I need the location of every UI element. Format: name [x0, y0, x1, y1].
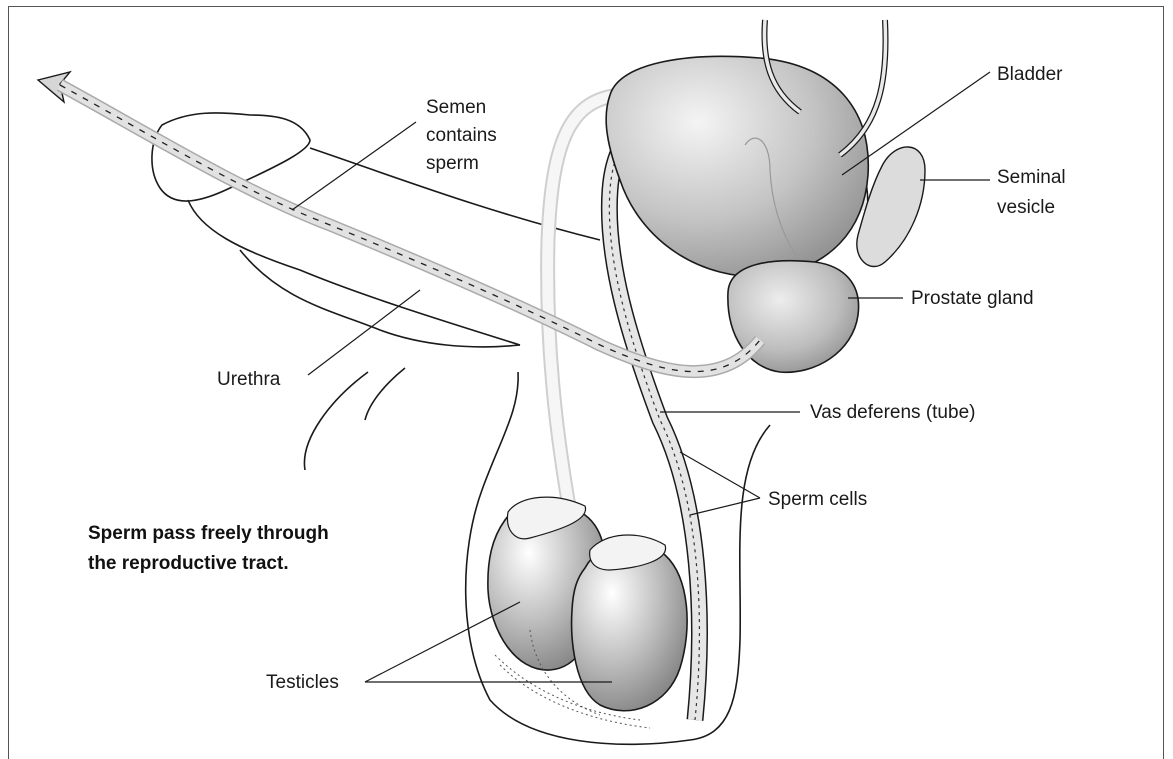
- label-semen-line3: sperm: [426, 153, 479, 174]
- label-semen-line1: Semen: [426, 97, 486, 118]
- label-seminal-vesicle-line2: vesicle: [997, 197, 1055, 218]
- diagram-caption: Sperm pass freely through the reproducti…: [88, 519, 329, 579]
- label-prostate: Prostate gland: [911, 288, 1034, 309]
- leader-sperm-cells-2: [690, 498, 760, 515]
- leader-semen: [292, 122, 416, 210]
- leader-urethra: [308, 290, 420, 375]
- label-seminal-vesicle-line1: Seminal: [997, 167, 1066, 188]
- label-bladder: Bladder: [997, 64, 1063, 85]
- leader-testicles-1: [365, 602, 520, 682]
- label-semen-line2: contains: [426, 125, 497, 146]
- label-sperm-cells: Sperm cells: [768, 489, 867, 510]
- caption-line2: the reproductive tract.: [88, 549, 329, 579]
- testicles-organ: [488, 497, 687, 728]
- caption-line1: Sperm pass freely through: [88, 519, 329, 549]
- label-urethra: Urethra: [217, 369, 281, 390]
- label-vas-deferens: Vas deferens (tube): [810, 402, 975, 423]
- bladder-organ: [606, 20, 885, 277]
- label-testicles: Testicles: [266, 672, 339, 693]
